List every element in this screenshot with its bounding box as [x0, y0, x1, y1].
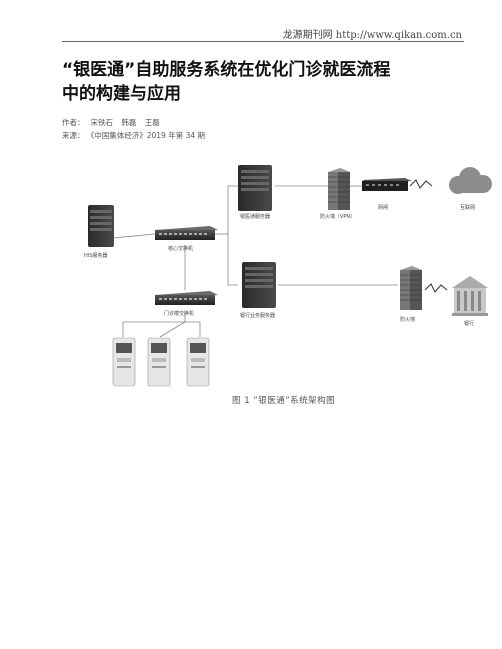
author-label: 作者： [62, 118, 85, 127]
wireless-links [409, 179, 448, 293]
clinic-switch-icon [155, 291, 218, 305]
author-name: 韩磊 [121, 118, 137, 127]
label-firewall: 防火墙 [400, 317, 416, 323]
his-server-icon [88, 205, 114, 247]
architecture-diagram [88, 165, 492, 387]
article-authors: 作者： 宋铁石 韩磊 王磊 [62, 117, 166, 128]
zigzag-firewall-bank [424, 283, 448, 293]
link-core-yyt [227, 185, 238, 234]
link-clinic-kiosk-1 [122, 312, 186, 337]
label-internet: 互联网 [460, 205, 476, 211]
article-source: 来源： 《中国集体经济》2019 年第 34 期 [62, 130, 211, 141]
author-name: 宋铁石 [90, 118, 114, 127]
yyt-server-icon [238, 165, 272, 211]
internet-cloud-icon [449, 167, 492, 194]
source-text: 《中国集体经济》2019 年第 34 期 [90, 131, 206, 140]
label-bank-server: 银行业务服务器 [240, 313, 276, 319]
label-clinic-switch: 门诊楼交换机 [164, 311, 195, 317]
bank-building-icon [452, 276, 488, 316]
kiosk-icon [147, 337, 171, 387]
label-gateway: 网闸 [378, 205, 389, 211]
figure-caption: 图 1 “银医通”系统架构图 [232, 396, 336, 406]
core-switch-icon [155, 226, 218, 240]
article-title-line-2: 中的构建与应用 [62, 84, 181, 104]
gateway-icon [362, 178, 412, 191]
link-clinic-kiosk-2 [159, 321, 186, 338]
link-core-bank [227, 234, 238, 286]
network-links [112, 185, 398, 338]
link-his-core [112, 233, 156, 239]
header-divider [62, 41, 464, 42]
architecture-figure: HIS服务器 核心交换机 门诊楼交换机 银医通服务器 银行业务服务器 防火墙（V… [60, 150, 500, 400]
source-label: 来源： [62, 131, 85, 140]
label-bank: 银行 [464, 321, 475, 327]
zigzag-gateway-internet [409, 179, 433, 189]
kiosk-icon [186, 337, 210, 387]
article-title-line-1: “银医通”自助服务系统在优化门诊就医流程 [62, 60, 391, 80]
firewall-icon [400, 266, 422, 310]
bank-server-icon [242, 262, 276, 308]
label-firewall-vpn: 防火墙（VPN） [320, 214, 356, 220]
label-core-switch: 核心交换机 [168, 246, 194, 252]
firewall-vpn-icon [328, 168, 350, 210]
site-header-text: 龙源期刊网 http://www.qikan.com.cn [282, 30, 462, 41]
link-clinic-kiosk-3 [185, 321, 201, 337]
article-title: “银医通”自助服务系统在优化门诊就医流程 中的构建与应用 [62, 58, 462, 106]
label-yyt-server: 银医通服务器 [240, 214, 271, 220]
author-name: 王磊 [144, 118, 160, 127]
label-his-server: HIS服务器 [84, 253, 108, 259]
kiosk-icon [112, 337, 136, 387]
